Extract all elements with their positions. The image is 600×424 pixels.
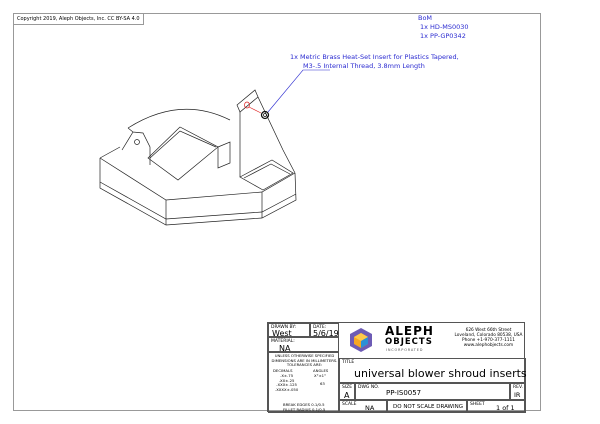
- 1: .XX±.25: [278, 377, 295, 383]
- sheet-cell: SHEET 1 of 1: [467, 400, 526, 413]
- scale-cell: SCALE NA: [339, 400, 387, 413]
- company-line3: INCORPORATED: [386, 348, 424, 352]
- company-logo-area: ALEPH OBJECTS INCORPORATED 626 West 66th…: [339, 323, 526, 358]
- tolerance-cell: UNLESS OTHERWISE SPECIFIED DIMENSIONS AR…: [268, 352, 339, 413]
- drawn-by-cell: DRAWN BY:West: [268, 323, 310, 338]
- sheet-label: SHEET: [470, 402, 485, 407]
- scale: NA: [365, 404, 375, 412]
- rev: IR: [514, 391, 521, 399]
- rev-cell: REV.IR: [510, 383, 526, 400]
- 1: Loveland, Colorado 80538, USA: [454, 333, 523, 338]
- title-label: TITLE: [342, 360, 355, 365]
- material-label: MATERIAL:: [271, 339, 295, 344]
- title-block: DRAWN BY:West DATE:5/6/19 MATERIAL:NA UN…: [267, 322, 527, 413]
- break-edges: BREAK EDGES 0.1/0.5: [283, 402, 325, 407]
- 2: Phone +1-970-377-1111: [462, 338, 515, 343]
- copyright-notice: Copyright 2019, Aleph Objects, Inc. CC B…: [13, 13, 144, 25]
- insert-callout: 1x Metric Brass Heat-Set Insert for Plas…: [290, 53, 459, 71]
- date: 5/6/19: [313, 329, 339, 338]
- material: NA: [279, 343, 291, 353]
- 3: .XXXX±.050: [275, 386, 299, 392]
- rev-label: REV.: [513, 385, 523, 390]
- callout-line: 1x Metric Brass Heat-Set Insert for Plas…: [290, 53, 459, 61]
- decimals-label: DECIMALS: [273, 368, 293, 373]
- angles: X°±1°: [314, 373, 326, 378]
- 2: .XXX±.125: [276, 382, 297, 388]
- material-cell: MATERIAL:NA: [268, 337, 339, 352]
- size: A: [344, 390, 350, 400]
- company-line2: OBJECTS: [385, 337, 433, 347]
- drawn-by-label: DRAWN BY:: [271, 325, 296, 330]
- 0: 626 West 66th Street: [465, 328, 512, 333]
- bom-title: BoM: [418, 14, 433, 22]
- do-not-scale-cell: DO NOT SCALE DRAWING: [387, 400, 467, 413]
- size-label: SIZE: [342, 385, 353, 390]
- bom-item: 1x PP-GP0342: [420, 32, 466, 40]
- angles-label: ANGLES: [313, 368, 329, 373]
- title: universal blower shroud inserts: [354, 367, 527, 380]
- fillet-radius: FILLET RADIUS 0.1/0.5: [283, 407, 326, 412]
- tolerance-note: UNLESS OTHERWISE SPECIFIED DIMENSIONS AR…: [271, 353, 338, 368]
- drawing-border: [13, 13, 541, 411]
- red-arrow: [248, 106, 262, 114]
- title-cell: TITLE universal blower shroud inserts: [339, 358, 527, 383]
- dwg: PP-IS0057: [386, 389, 422, 397]
- dwg-no-cell: DWG NO. PP-IS0057: [355, 383, 510, 400]
- 3: www.alephobjects.com: [463, 343, 514, 348]
- callout-line: M3-.5 Internal Thread, 3.8mm Length: [303, 62, 425, 70]
- dwg-label: DWG NO.: [358, 385, 379, 390]
- bom-item: 1x HD-MS0030: [420, 23, 469, 31]
- company-line1: ALEPH: [385, 324, 434, 338]
- sheet: 1 of 1: [496, 403, 515, 412]
- bom-list: BoM 1x HD-MS0030 1x PP-GP0342: [418, 14, 469, 41]
- date-label: DATE:: [313, 325, 327, 330]
- aleph-logo-icon: [350, 328, 372, 352]
- date-cell: DATE:5/6/19: [310, 323, 339, 338]
- 0: .X±.75: [280, 373, 294, 378]
- surface-finish-symbol: 63: [320, 381, 325, 386]
- drawn-by: West: [272, 329, 292, 338]
- leader-line: [267, 69, 330, 113]
- scale-label: SCALE: [342, 402, 357, 407]
- do-not-scale: DO NOT SCALE DRAWING: [393, 403, 463, 410]
